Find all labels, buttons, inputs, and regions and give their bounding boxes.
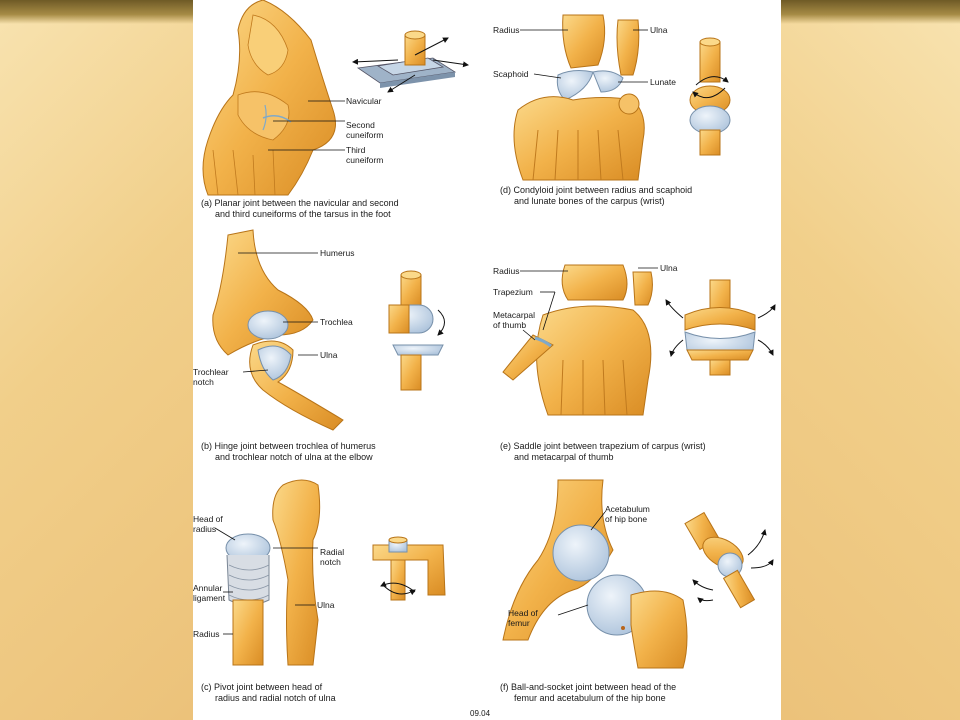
ball-socket-model: [684, 511, 774, 609]
label-head-of-radius-1: Head of: [193, 514, 223, 524]
left-background: [0, 0, 193, 720]
planar-model: [352, 30, 469, 93]
caption-c-line2: radius and radial notch of ulna: [215, 693, 336, 703]
label-lines-a: [268, 100, 345, 151]
label-lines-d: [520, 29, 648, 83]
caption-e: (e) Saddle joint between trapezium of ca…: [500, 441, 706, 463]
caption-e-line1: (e) Saddle joint between trapezium of ca…: [500, 441, 706, 451]
label-metacarpal-1: Metacarpal: [493, 310, 535, 320]
label-lines-b: [238, 252, 318, 373]
condyloid-joint-wrist: [513, 14, 645, 181]
label-e-ulna: Ulna: [660, 263, 678, 273]
pivot-joint-forearm: [225, 479, 321, 666]
label-b-ulna: Ulna: [320, 350, 338, 360]
label-lines-c: [214, 527, 318, 635]
caption-e-line2: and metacarpal of thumb: [514, 452, 614, 462]
caption-c-line1: (c) Pivot joint between head of: [201, 682, 323, 692]
label-d-ulna: Ulna: [650, 25, 668, 35]
label-radial-notch-1: Radial: [320, 547, 344, 557]
label-annular-ligament-1: Annular: [193, 583, 222, 593]
caption-a-line1: (a) Planar joint between the navicular a…: [201, 198, 399, 208]
label-second-cuneiform-1: Second: [346, 120, 375, 130]
pivot-model: [372, 536, 446, 601]
label-lines-e: [520, 267, 658, 341]
label-third-cuneiform-1: Third: [346, 145, 366, 155]
label-metacarpal-2: of thumb: [493, 320, 526, 330]
caption-d-line2: and lunate bones of the carpus (wrist): [514, 196, 665, 206]
caption-c: (c) Pivot joint between head of radius a…: [201, 682, 336, 704]
label-c-ulna: Ulna: [317, 600, 335, 610]
caption-a-line2: and third cuneiforms of the tarsus in th…: [215, 209, 391, 219]
figure-panel: Navicular Second cuneiform Third cuneifo…: [193, 0, 781, 720]
caption-b-line1: (b) Hinge joint between trochlea of hume…: [201, 441, 376, 451]
caption-f: (f) Ball-and-socket joint between head o…: [500, 682, 676, 704]
label-acetabulum-1: Acetabulum: [605, 504, 650, 514]
right-background: [781, 0, 960, 720]
label-acetabulum-2: of hip bone: [605, 514, 647, 524]
label-scaphoid: Scaphoid: [493, 69, 529, 79]
caption-f-line1: (f) Ball-and-socket joint between head o…: [500, 682, 677, 692]
saddle-model: [665, 279, 776, 376]
label-second-cuneiform-2: cuneiform: [346, 130, 383, 140]
figure-code: 09.04: [470, 709, 491, 718]
hinge-joint-elbow: [212, 229, 344, 431]
label-lunate: Lunate: [650, 77, 676, 87]
hinge-model: [388, 270, 445, 391]
caption-d-line1: (d) Condyloid joint between radius and s…: [500, 185, 693, 195]
label-trochlea: Trochlea: [320, 317, 353, 327]
caption-d: (d) Condyloid joint between radius and s…: [500, 185, 692, 207]
label-head-of-femur-2: femur: [508, 618, 530, 628]
label-e-radius: Radius: [493, 266, 519, 276]
label-humerus: Humerus: [320, 248, 354, 258]
condyloid-model: [689, 37, 731, 156]
label-trochlear-notch-1: Trochlear: [193, 367, 229, 377]
label-third-cuneiform-2: cuneiform: [346, 155, 383, 165]
label-head-of-radius-2: radius: [193, 524, 216, 534]
label-trochlear-notch-2: notch: [193, 377, 214, 387]
joints-illustration: Navicular Second cuneiform Third cuneifo…: [193, 0, 776, 669]
saddle-joint-thumb: [502, 264, 653, 416]
label-c-radius: Radius: [193, 629, 219, 639]
label-trapezium: Trapezium: [493, 287, 533, 297]
caption-f-line2: femur and acetabulum of the hip bone: [514, 693, 666, 703]
label-annular-ligament-2: ligament: [193, 593, 226, 603]
caption-b: (b) Hinge joint between trochlea of hume…: [201, 441, 376, 463]
label-navicular: Navicular: [346, 96, 382, 106]
caption-a: (a) Planar joint between the navicular a…: [201, 198, 399, 220]
label-lines-f: [557, 511, 606, 616]
label-head-of-femur-1: Head of: [508, 608, 538, 618]
planar-joint-foot: [202, 0, 336, 196]
label-d-radius: Radius: [493, 25, 519, 35]
label-radial-notch-2: notch: [320, 557, 341, 567]
caption-b-line2: and trochlear notch of ulna at the elbow: [215, 452, 373, 462]
ball-socket-joint-hip: [502, 479, 688, 669]
